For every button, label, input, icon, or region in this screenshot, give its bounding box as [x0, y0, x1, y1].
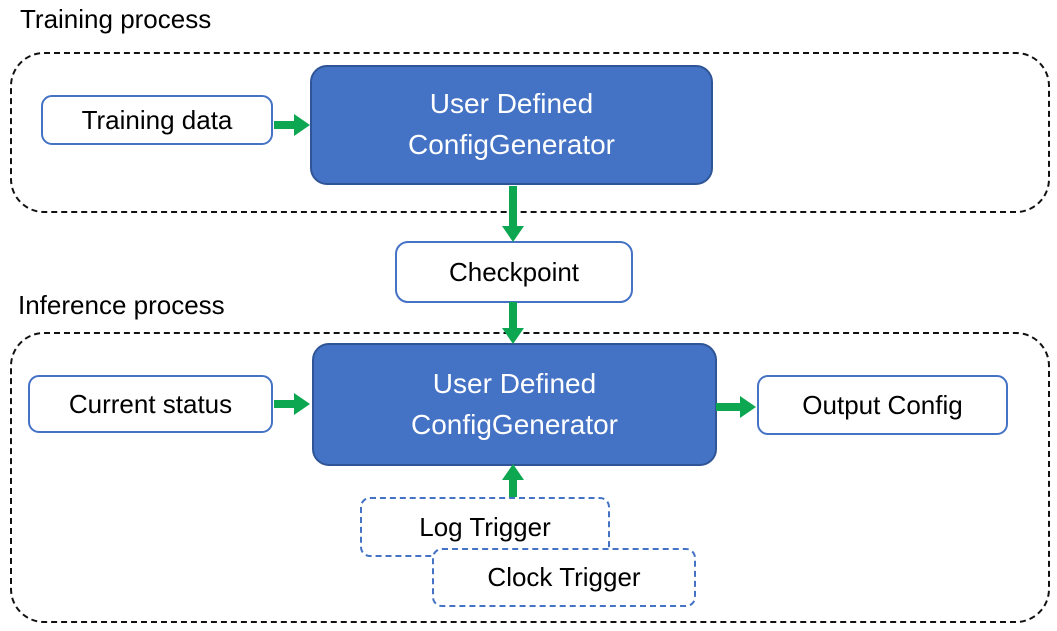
arrow-right-icon [274, 114, 310, 136]
clock-trigger-box: Clock Trigger [432, 548, 696, 607]
inference-process-container [10, 332, 1050, 623]
training-process-label: Training process [20, 4, 212, 34]
arrow-up-icon [502, 464, 524, 498]
inference-config-generator-box: User Defined ConfigGenerator [312, 343, 717, 466]
output-config-box: Output Config [757, 375, 1008, 435]
training-data-box: Training data [41, 95, 273, 145]
training-process-container [10, 52, 1050, 213]
training-generator-line1: User Defined [429, 88, 594, 120]
arrow-down-icon [502, 186, 524, 242]
training-config-generator-box: User Defined ConfigGenerator [310, 65, 713, 185]
training-generator-line2: ConfigGenerator [407, 129, 615, 160]
inference-process-label: Inference process [18, 290, 225, 320]
inference-generator-line2: ConfigGenerator [410, 408, 618, 440]
checkpoint-box: Checkpoint [395, 241, 633, 303]
arrow-right-icon [716, 396, 756, 418]
log-trigger-box: Log Trigger [360, 497, 610, 557]
inference-generator-line1: User Defined [432, 367, 597, 399]
arrow-down-icon [502, 302, 524, 344]
arrow-right-icon [274, 393, 310, 415]
current-status-box: Current status [28, 375, 273, 433]
